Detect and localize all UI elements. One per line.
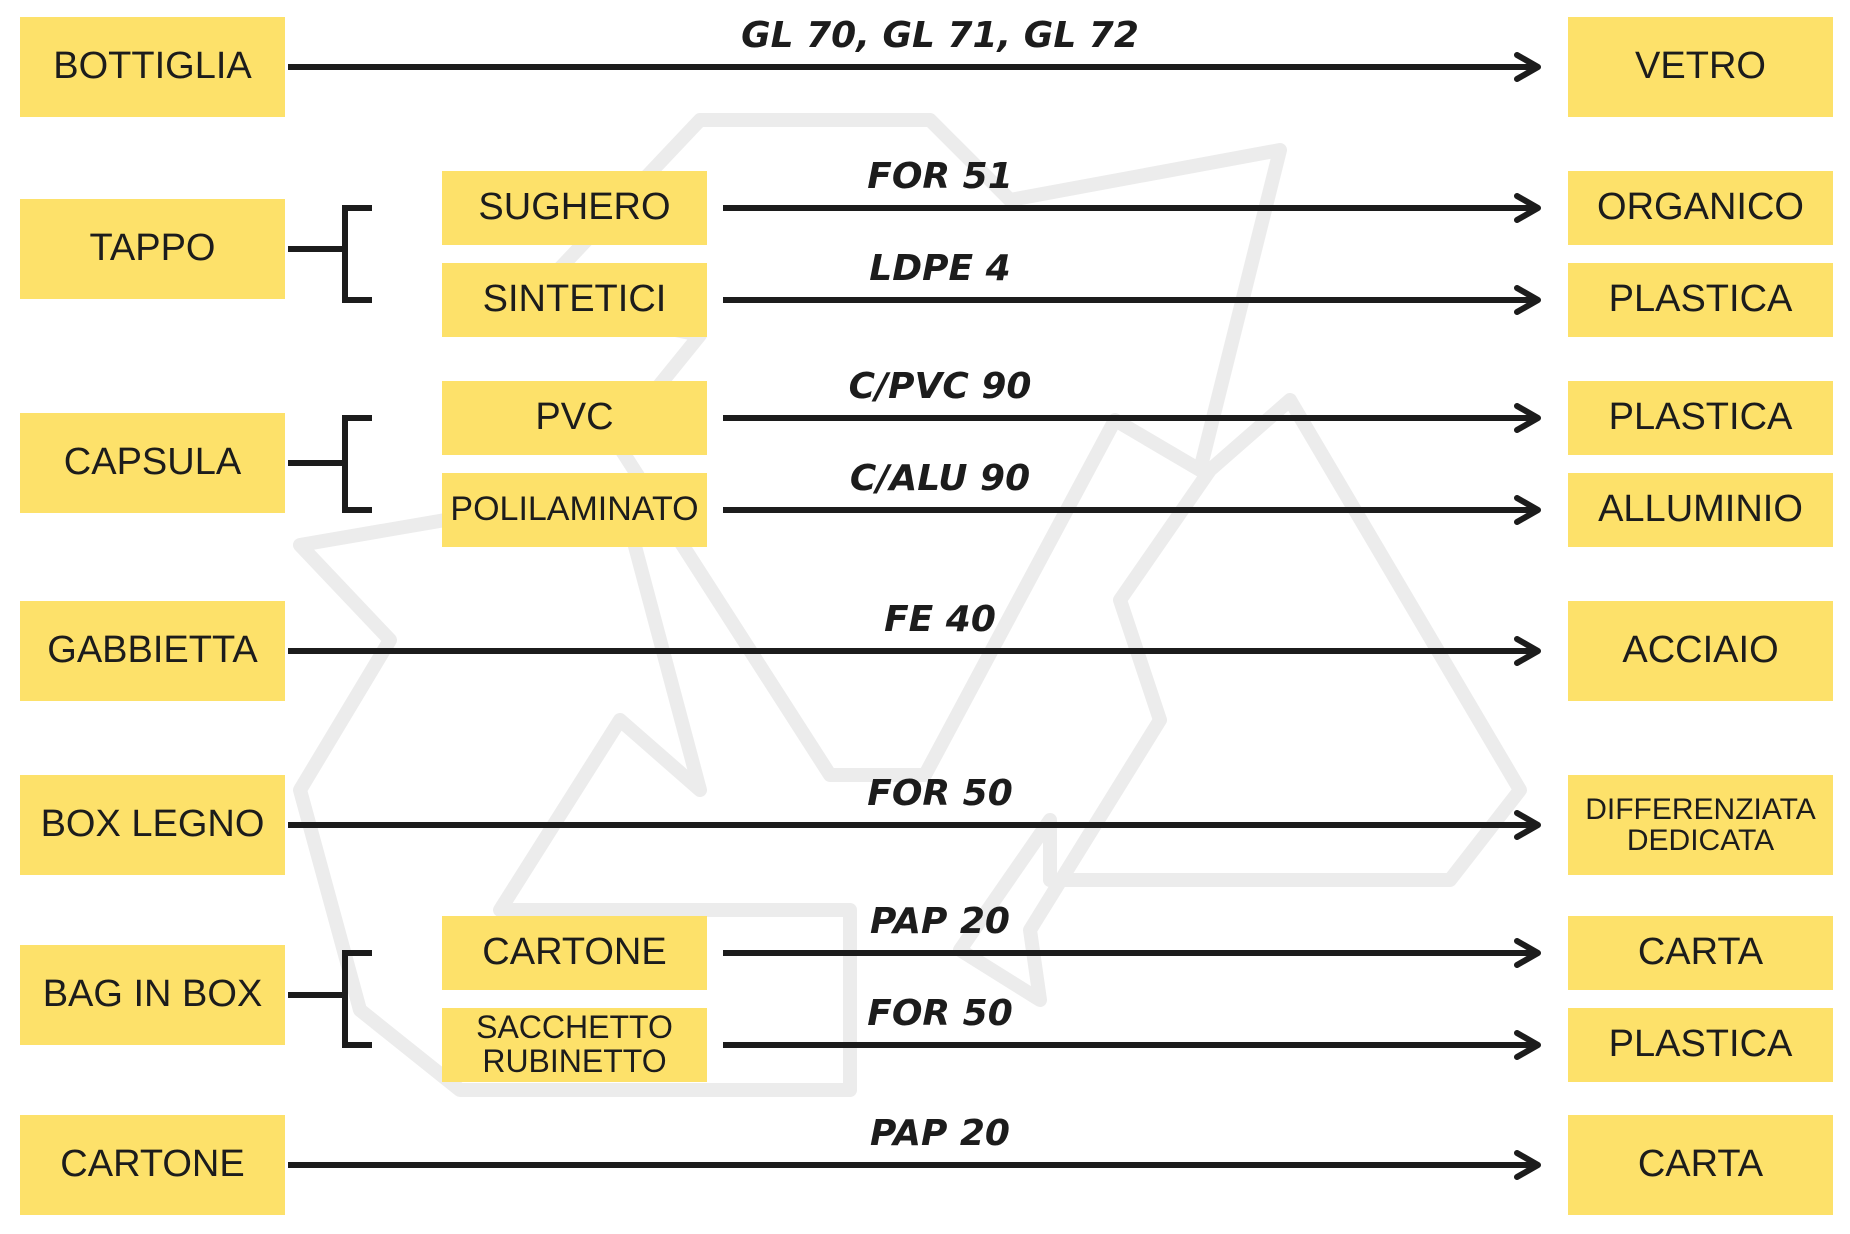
disposal-code: FE 40 bbox=[884, 599, 996, 640]
target-box-label: ACCIAIO bbox=[1622, 629, 1779, 672]
source-box-label: BOX LEGNO bbox=[40, 803, 265, 846]
target-box: VETRO bbox=[1568, 17, 1833, 117]
source-box: CARTONE bbox=[20, 1115, 285, 1215]
target-box-label: PLASTICA bbox=[1608, 1023, 1793, 1066]
material-box-label: PVC bbox=[535, 396, 614, 439]
source-box-label: BAG IN BOX bbox=[42, 973, 263, 1016]
target-box-label: CARTA bbox=[1637, 1143, 1764, 1186]
disposal-code: PAP 20 bbox=[870, 901, 1010, 942]
source-box: BOTTIGLIA bbox=[20, 17, 285, 117]
source-box: GABBIETTA bbox=[20, 601, 285, 701]
disposal-code: LDPE 4 bbox=[869, 248, 1011, 289]
material-box: SUGHERO bbox=[442, 171, 707, 245]
source-box-label: BOTTIGLIA bbox=[53, 45, 252, 88]
target-box: PLASTICA bbox=[1568, 263, 1833, 337]
source-box: CAPSULA bbox=[20, 413, 285, 513]
target-box: PLASTICA bbox=[1568, 381, 1833, 455]
bracket-connector bbox=[288, 205, 372, 303]
material-box: PVC bbox=[442, 381, 707, 455]
target-box-label: PLASTICA bbox=[1608, 396, 1793, 439]
bracket-connector bbox=[288, 415, 372, 513]
material-box-label: POLILAMINATO bbox=[450, 490, 699, 529]
disposal-code: FOR 50 bbox=[867, 993, 1013, 1034]
target-box: ORGANICO bbox=[1568, 171, 1833, 245]
source-box-label: GABBIETTA bbox=[47, 629, 258, 672]
material-box-label: SACCHETTO RUBINETTO bbox=[476, 1009, 673, 1079]
target-box: CARTA bbox=[1568, 1115, 1833, 1215]
source-box: BOX LEGNO bbox=[20, 775, 285, 875]
disposal-code: FOR 51 bbox=[867, 156, 1013, 197]
disposal-code: FOR 50 bbox=[867, 773, 1013, 814]
target-box-label: DIFFERENZIATA DEDICATA bbox=[1585, 792, 1816, 857]
bracket-connector bbox=[288, 950, 372, 1048]
source-box-label: TAPPO bbox=[89, 227, 216, 270]
target-box: ACCIAIO bbox=[1568, 601, 1833, 701]
target-box-label: CARTA bbox=[1637, 931, 1764, 974]
material-box: SACCHETTO RUBINETTO bbox=[442, 1008, 707, 1082]
disposal-code: PAP 20 bbox=[870, 1113, 1010, 1154]
target-box-label: ALLUMINIO bbox=[1598, 488, 1803, 531]
material-box: CARTONE bbox=[442, 916, 707, 990]
material-box-label: SUGHERO bbox=[478, 186, 671, 229]
target-box: PLASTICA bbox=[1568, 1008, 1833, 1082]
target-box: ALLUMINIO bbox=[1568, 473, 1833, 547]
disposal-code: C/ALU 90 bbox=[849, 458, 1031, 499]
target-box-label: ORGANICO bbox=[1597, 186, 1804, 229]
material-box-label: SINTETICI bbox=[482, 278, 667, 321]
material-box: POLILAMINATO bbox=[442, 473, 707, 547]
target-box-label: PLASTICA bbox=[1608, 278, 1793, 321]
source-box-label: CAPSULA bbox=[63, 441, 242, 484]
target-box: DIFFERENZIATA DEDICATA bbox=[1568, 775, 1833, 875]
target-box: CARTA bbox=[1568, 916, 1833, 990]
disposal-code: C/PVC 90 bbox=[848, 366, 1032, 407]
material-box-label: CARTONE bbox=[482, 931, 667, 974]
source-box: TAPPO bbox=[20, 199, 285, 299]
source-box-label: CARTONE bbox=[60, 1143, 245, 1186]
disposal-code: GL 70, GL 71, GL 72 bbox=[741, 15, 1139, 56]
source-box: BAG IN BOX bbox=[20, 945, 285, 1045]
material-box: SINTETICI bbox=[442, 263, 707, 337]
target-box-label: VETRO bbox=[1635, 45, 1766, 88]
